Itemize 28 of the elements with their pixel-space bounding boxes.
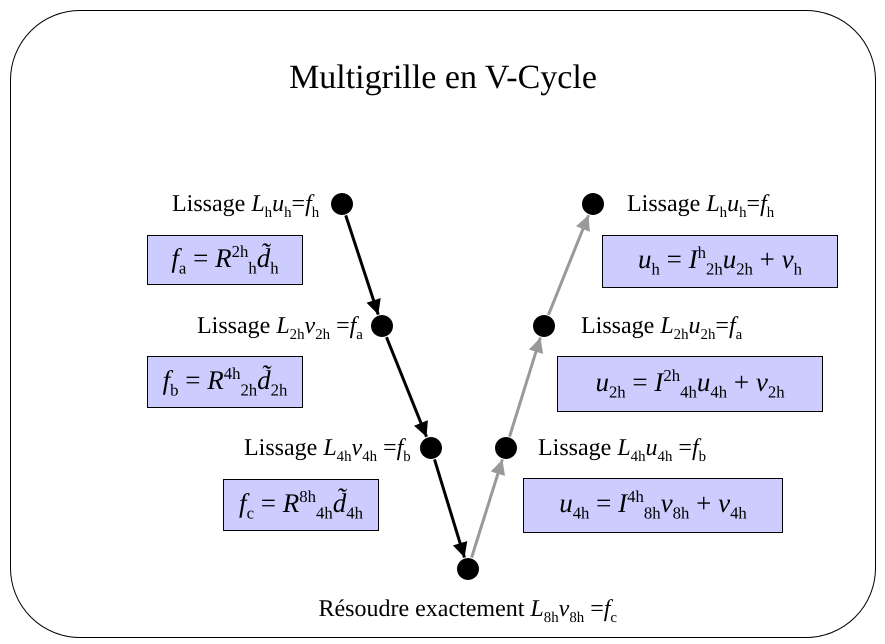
step-label: Lissage L$_{2h}$u$_{2h}$=f$_{a}$: [581, 312, 742, 345]
step-label: Lissage L$_{4h}$u$_{4h}$ =f$_{b}$: [538, 434, 706, 467]
rounded-frame: [10, 10, 876, 638]
formula-box: f$_{a}$ = R$^{2h}$$_{h}$d̃$_{h}$: [147, 235, 303, 285]
arrow: [385, 336, 428, 438]
grid-level-dot: [582, 193, 604, 215]
step-label: Résoudre exactement L$_{8h}$v$_{8h}$ =f$_{c}$: [318, 595, 618, 628]
formula-box: u$_{4h}$ = I$^{4h}$$_{8h}$v$_{8h}$ + v$_{4h}$: [523, 478, 783, 533]
formula-box: f$_{b}$ = R$^{4h}$$_{2h}$d̃$_{2h}$: [147, 356, 303, 408]
formula-box: u$_{2h}$ = I$^{2h}$$_{4h}$u$_{4h}$ + v$_{2h}$: [557, 356, 823, 412]
step-label: Lissage L$_{h}$u$_{h}$=f$_{h}$: [627, 190, 774, 223]
step-label: Lissage L$_{4h}$v$_{4h}$ =f$_{b}$: [244, 434, 411, 467]
arrow: [508, 337, 544, 437]
arrow: [433, 459, 468, 558]
arrow: [547, 214, 590, 316]
grid-level-dot: [331, 193, 353, 215]
grid-level-dot: [420, 437, 442, 459]
formula-box: f$_{c}$ = R$^{8h}$$_{4h}$d̃$_{4h}$: [223, 479, 379, 531]
step-label: Lissage L$_{h}$u$_{h}$=f$_{h}$: [172, 190, 320, 223]
formula-box: u$_{h}$ = I$^{h}$$_{2h}$u$_{2h}$ + v$_{h}$: [602, 235, 838, 288]
grid-level-dot: [457, 558, 479, 580]
grid-level-dot: [495, 437, 517, 459]
grid-level-dot: [533, 315, 555, 337]
step-label: Lissage L$_{2h}$v$_{2h}$ =f$_{a}$: [197, 312, 363, 345]
arrow: [470, 459, 506, 558]
grid-level-dot: [371, 315, 393, 337]
arrow: [344, 214, 381, 316]
frame-label: Multigrille en V-Cycle: [288, 59, 598, 97]
